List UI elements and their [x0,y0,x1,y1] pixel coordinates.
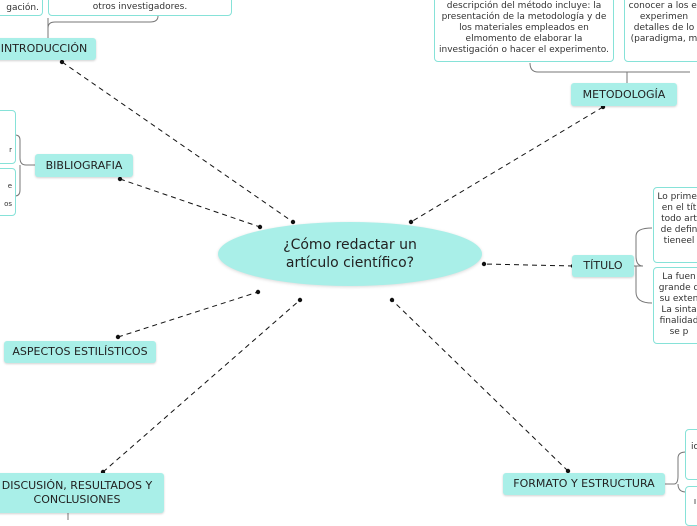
central-topic[interactable]: ¿Cómo redactar un artículo científico? [218,222,482,286]
topic-bibliografia[interactable]: BIBLIOGRAFIA [35,154,133,177]
note-bibliografia-1: r [0,110,16,164]
topic-introduccion[interactable]: INTRODUCCIÓN [0,38,96,60]
link-introduccion [61,61,294,223]
bracket-formato [665,451,687,493]
topic-metodologia[interactable]: METODOLOGÍA [571,83,677,106]
link-formato [391,299,569,472]
link-titulo [483,263,574,267]
link-discusion [102,299,301,473]
note-formato-1: io [685,429,697,480]
link-bibliografia [119,178,261,228]
bracket-bibliografia [14,134,35,197]
topic-titulo[interactable]: TÍTULO [572,255,634,277]
link-aspectos [117,291,259,338]
note-bibliografia-2: e os [0,168,16,216]
link-metodologia [410,106,604,223]
note-metodologia-right: conocer a los el experimen detalles de l… [624,0,697,62]
topic-aspectos-estilisticos[interactable]: ASPECTOS ESTILÍSTICOS [4,341,156,363]
topic-formato-estructura[interactable]: FORMATO Y ESTRUCTURA [503,473,665,495]
note-formato-2: ı [685,486,697,526]
note-titulo-bottom: La fuen grande d su exten La sinta final… [653,267,697,344]
bracket-metodologia [529,62,690,84]
central-topic-label: ¿Cómo redactar un artículo científico? [283,237,417,271]
note-intro-left: gación. [0,0,43,16]
note-titulo-top: Lo primer en el tít todo art de defin ti… [653,187,697,263]
note-metodologia: descripción del método incluye: la prese… [434,0,614,62]
note-intro-right: otros investigadores. [48,0,232,16]
topic-discusion[interactable]: DISCUSIÓN, RESULTADOS Y CONCLUSIONES [0,473,164,513]
bracket-titulo [572,227,653,304]
